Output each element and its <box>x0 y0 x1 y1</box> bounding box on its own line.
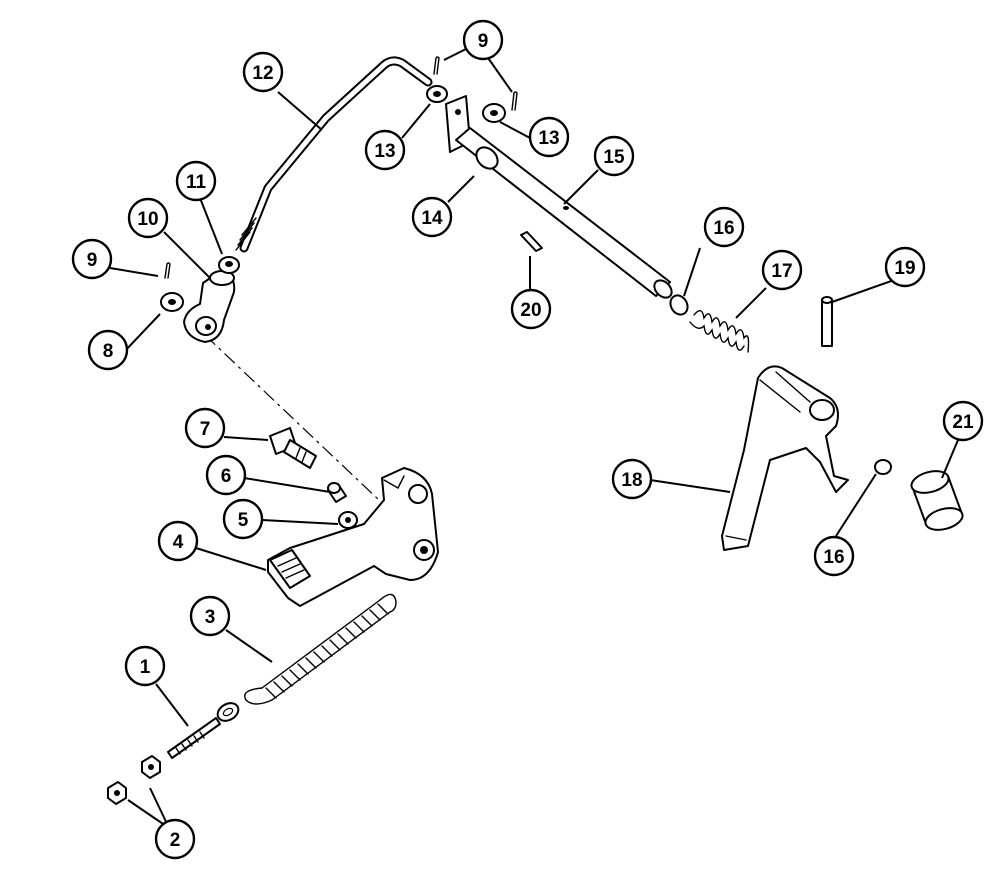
svg-text:3: 3 <box>205 607 216 628</box>
set-screw-icon <box>327 482 347 503</box>
callout-4: 4 <box>157 520 199 562</box>
pin-icon <box>821 296 833 347</box>
flat-washer-icon <box>482 103 506 123</box>
callout-16-top: 16 <box>703 206 745 248</box>
tension-spring-icon <box>244 593 397 705</box>
callout-7: 7 <box>184 407 226 449</box>
callout-14: 14 <box>411 196 453 238</box>
callout-21: 21 <box>942 400 984 442</box>
svg-text:13: 13 <box>538 128 559 149</box>
crank-arm-icon <box>183 269 236 343</box>
callout-16-bottom: 16 <box>813 535 855 577</box>
svg-text:2: 2 <box>170 830 181 851</box>
callout-19: 19 <box>884 246 926 288</box>
snap-ring-icon <box>874 459 892 475</box>
callout-5: 5 <box>222 498 264 540</box>
callout-2: 2 <box>154 818 196 860</box>
callout-13-right: 13 <box>528 116 570 158</box>
callout-10: 10 <box>127 197 169 239</box>
svg-text:8: 8 <box>103 341 114 362</box>
shaft-icon <box>455 127 673 299</box>
callout-6: 6 <box>205 454 247 496</box>
callout-15: 15 <box>593 135 635 177</box>
lock-nut-icon <box>218 256 240 274</box>
cotter-pin-icon <box>433 56 440 75</box>
svg-text:9: 9 <box>87 250 98 271</box>
svg-text:10: 10 <box>137 209 158 230</box>
callout-17: 17 <box>761 249 803 291</box>
callout-8: 8 <box>87 329 129 371</box>
leader-lines <box>109 47 959 829</box>
svg-text:12: 12 <box>252 63 273 84</box>
svg-text:13: 13 <box>374 141 395 162</box>
callout-20: 20 <box>510 288 552 330</box>
svg-text:18: 18 <box>621 470 642 491</box>
eye-bolt-icon <box>167 702 240 759</box>
bushing-icon <box>910 470 964 531</box>
svg-text:6: 6 <box>221 466 232 487</box>
washer-icon <box>160 292 184 312</box>
pedal-lever-icon <box>267 467 439 607</box>
svg-text:21: 21 <box>952 412 974 433</box>
snap-ring-icon <box>669 294 689 316</box>
callout-9-left: 9 <box>71 238 113 280</box>
callout-11: 11 <box>175 160 217 202</box>
compression-spring-icon <box>689 310 750 353</box>
svg-text:4: 4 <box>173 532 184 553</box>
svg-text:14: 14 <box>421 208 443 229</box>
callout-1: 1 <box>124 645 166 687</box>
svg-text:20: 20 <box>520 300 541 321</box>
callout-13-left: 13 <box>364 129 406 171</box>
alignment-centerline <box>204 334 401 521</box>
svg-text:16: 16 <box>823 547 844 568</box>
svg-text:19: 19 <box>894 258 915 279</box>
callout-18: 18 <box>611 458 653 500</box>
callout-9-top: 9 <box>462 19 504 61</box>
svg-text:9: 9 <box>478 31 489 52</box>
roll-pin-icon <box>520 231 543 252</box>
svg-text:1: 1 <box>140 657 151 678</box>
svg-text:16: 16 <box>713 218 734 239</box>
svg-text:5: 5 <box>238 510 249 531</box>
svg-text:17: 17 <box>771 261 792 282</box>
callout-12: 12 <box>242 51 284 93</box>
cotter-pin-icon <box>164 262 171 279</box>
hex-nut-icon <box>141 755 161 779</box>
flat-washer-icon <box>426 85 448 103</box>
svg-text:7: 7 <box>200 419 211 440</box>
callout-3: 3 <box>189 595 231 637</box>
shift-rod-icon <box>235 56 433 253</box>
svg-text:15: 15 <box>603 147 625 168</box>
cotter-pin-icon <box>511 91 518 111</box>
small-nut-icon <box>338 511 358 529</box>
shift-fork-icon <box>721 365 849 551</box>
svg-text:11: 11 <box>186 172 207 193</box>
bolt-icon <box>269 427 317 469</box>
hex-nut-icon <box>107 781 127 805</box>
